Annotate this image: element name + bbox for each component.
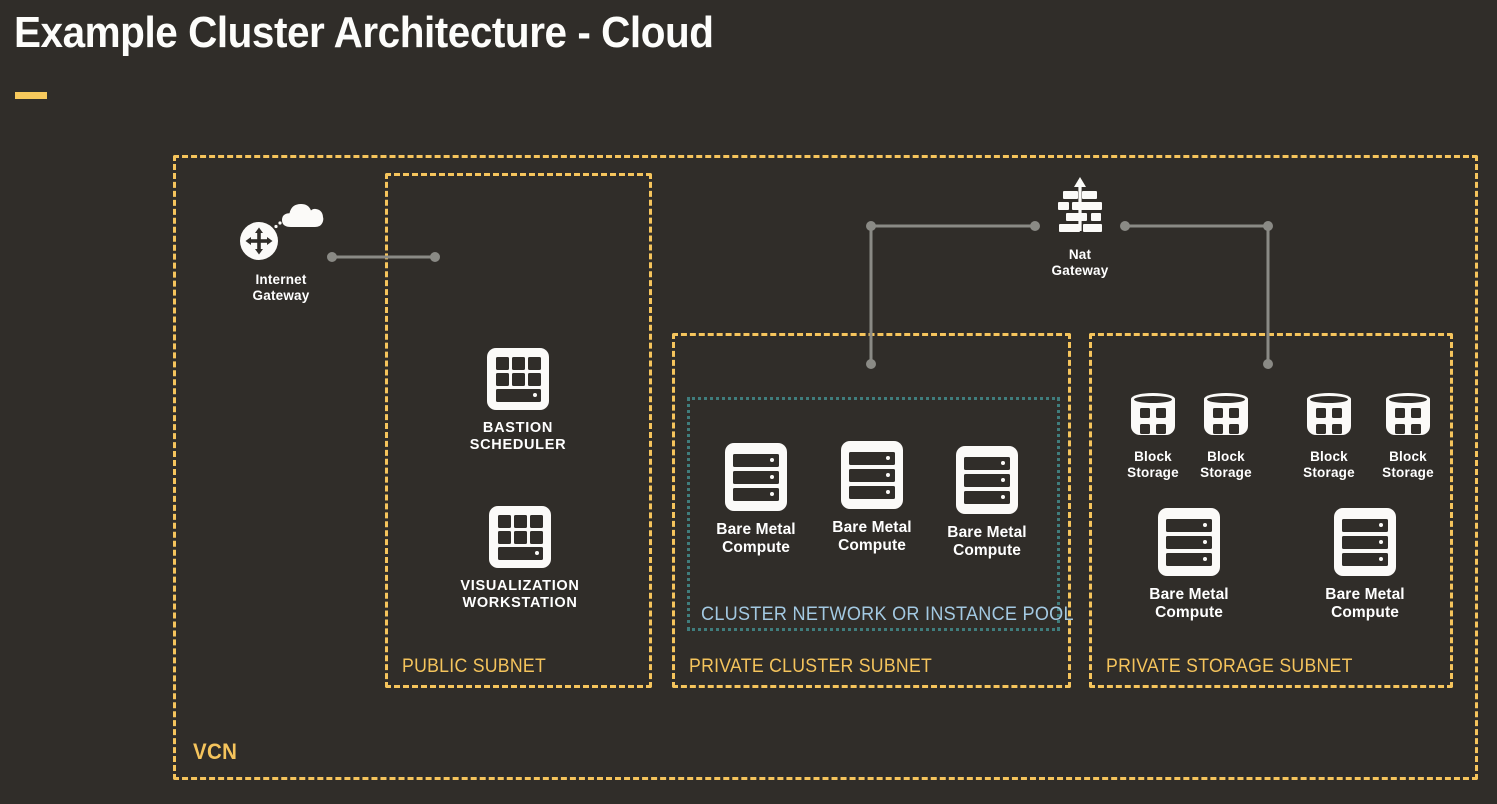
node-label-block-storage-4: Block Storage [1382,449,1434,480]
vcn-boundary [173,155,1478,780]
subnet-label-private-cluster-subnet: PRIVATE CLUSTER SUBNET [689,656,933,677]
server-icon [725,443,787,511]
node-bastion-scheduler[interactable]: BASTION SCHEDULER [443,348,593,453]
block-storage-icon [1386,393,1430,439]
server-icon [841,441,903,509]
block-storage-icon [1307,393,1351,439]
node-label-bare-metal-compute-5: Bare Metal Compute [1325,586,1405,621]
title-accent-bar [15,92,47,99]
node-label-bare-metal-compute-2: Bare Metal Compute [832,519,912,554]
server-icon [956,446,1018,514]
subnet-label-private-storage-subnet: PRIVATE STORAGE SUBNET [1106,656,1353,677]
workstation-icon [487,348,549,410]
node-visualization-workstation[interactable]: VISUALIZATION WORKSTATION [445,506,595,611]
subnet-label-public-subnet: PUBLIC SUBNET [402,656,547,677]
node-label-block-storage-3: Block Storage [1303,449,1355,480]
node-label-block-storage-1: Block Storage [1127,449,1179,480]
vcn-label: VCN [193,739,238,764]
node-bare-metal-compute-5[interactable]: Bare Metal Compute [1290,508,1440,622]
cluster-network-or-instance-pool-boundary [687,397,1060,631]
subnet-public-subnet [385,173,652,688]
nat-gateway-icon [1050,175,1110,237]
workstation-icon [489,506,551,568]
node-block-storage-2[interactable]: Block Storage [1151,393,1301,480]
node-internet-gateway[interactable]: Internet Gateway [206,200,356,303]
node-bare-metal-compute-2[interactable]: Bare Metal Compute [797,441,947,555]
node-label-visualization-workstation: VISUALIZATION WORKSTATION [460,578,580,611]
subnet-private-storage-subnet [1089,333,1453,688]
internet-gateway-icon [236,200,326,262]
block-storage-icon [1131,393,1175,439]
node-label-nat-gateway: Nat Gateway [1051,247,1109,278]
node-label-internet-gateway: Internet Gateway [252,272,310,303]
node-bare-metal-compute-1[interactable]: Bare Metal Compute [681,443,831,557]
node-block-storage-4[interactable]: Block Storage [1333,393,1483,480]
node-nat-gateway[interactable]: Nat Gateway [1005,175,1155,278]
node-label-bastion-scheduler: BASTION SCHEDULER [469,420,567,453]
server-icon [1158,508,1220,576]
node-bare-metal-compute-3[interactable]: Bare Metal Compute [912,446,1062,560]
node-label-bare-metal-compute-1: Bare Metal Compute [716,521,796,556]
block-storage-icon [1204,393,1248,439]
node-block-storage-1[interactable]: Block Storage [1078,393,1228,480]
node-bare-metal-compute-4[interactable]: Bare Metal Compute [1114,508,1264,622]
cluster-network-or-instance-pool-label: CLUSTER NETWORK OR INSTANCE POOL [701,604,1074,625]
node-label-bare-metal-compute-3: Bare Metal Compute [947,524,1027,559]
node-label-bare-metal-compute-4: Bare Metal Compute [1149,586,1229,621]
server-icon [1334,508,1396,576]
node-label-block-storage-2: Block Storage [1200,449,1252,480]
node-block-storage-3[interactable]: Block Storage [1254,393,1404,480]
page-title: Example Cluster Architecture - Cloud [14,8,714,57]
